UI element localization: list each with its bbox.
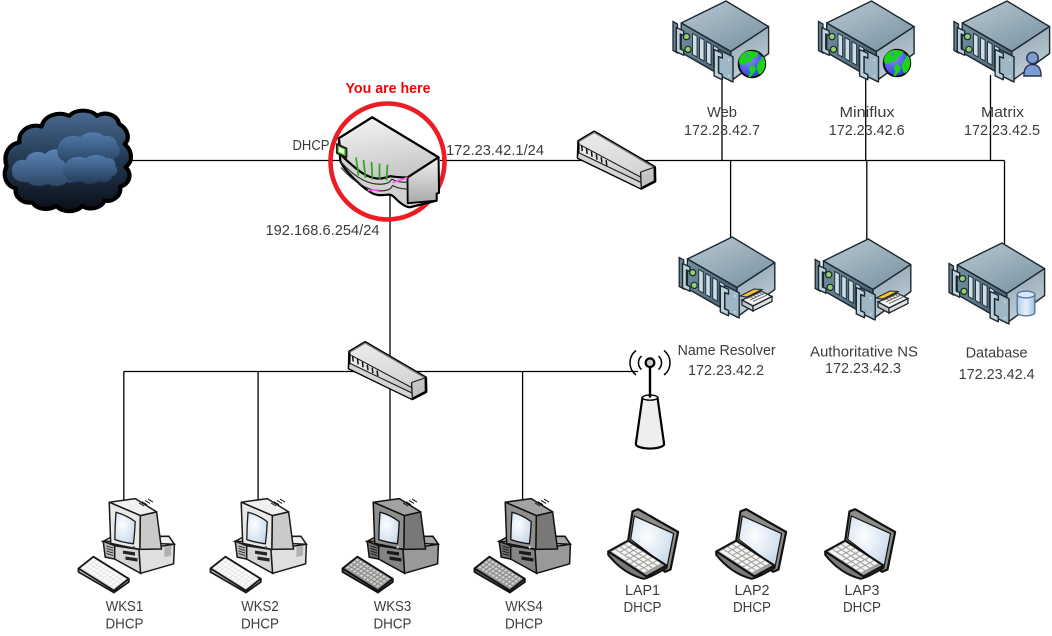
svg-text:Web: Web bbox=[707, 104, 737, 121]
svg-text:DHCP: DHCP bbox=[241, 616, 279, 633]
svg-text:WKS2: WKS2 bbox=[241, 598, 279, 615]
svg-text:WKS1: WKS1 bbox=[106, 598, 144, 615]
svg-text:Miniflux: Miniflux bbox=[840, 104, 896, 121]
svg-text:LAP2: LAP2 bbox=[735, 582, 770, 599]
svg-text:DHCP: DHCP bbox=[374, 616, 412, 633]
svg-text:172.23.42.3: 172.23.42.3 bbox=[825, 360, 901, 377]
svg-text:172.23.42.1/24: 172.23.42.1/24 bbox=[446, 142, 544, 159]
svg-text:172.23.42.2: 172.23.42.2 bbox=[688, 362, 764, 379]
svg-text:172.23.42.7: 172.23.42.7 bbox=[684, 122, 760, 139]
svg-text:DHCP: DHCP bbox=[106, 616, 144, 633]
svg-text:DHCP: DHCP bbox=[733, 599, 771, 616]
svg-text:192.168.6.254/24: 192.168.6.254/24 bbox=[266, 222, 380, 239]
svg-text:LAP1: LAP1 bbox=[625, 582, 660, 599]
svg-text:DHCP: DHCP bbox=[843, 599, 881, 616]
svg-text:Name Resolver: Name Resolver bbox=[678, 342, 776, 359]
svg-text:WKS4: WKS4 bbox=[505, 598, 543, 615]
svg-text:172.23.42.5: 172.23.42.5 bbox=[964, 122, 1040, 139]
svg-text:Authoritative NS: Authoritative NS bbox=[810, 344, 918, 361]
svg-text:LAP3: LAP3 bbox=[845, 582, 880, 599]
svg-text:172.23.42.6: 172.23.42.6 bbox=[829, 122, 905, 139]
svg-text:DHCP: DHCP bbox=[293, 137, 330, 154]
svg-text:Database: Database bbox=[966, 345, 1028, 362]
svg-text:DHCP: DHCP bbox=[624, 599, 662, 616]
svg-text:DHCP: DHCP bbox=[505, 616, 543, 633]
svg-text:Matrix: Matrix bbox=[981, 104, 1025, 121]
svg-text:WKS3: WKS3 bbox=[374, 598, 412, 615]
svg-text:You are here: You are here bbox=[346, 81, 431, 97]
svg-text:172.23.42.4: 172.23.42.4 bbox=[959, 366, 1035, 383]
